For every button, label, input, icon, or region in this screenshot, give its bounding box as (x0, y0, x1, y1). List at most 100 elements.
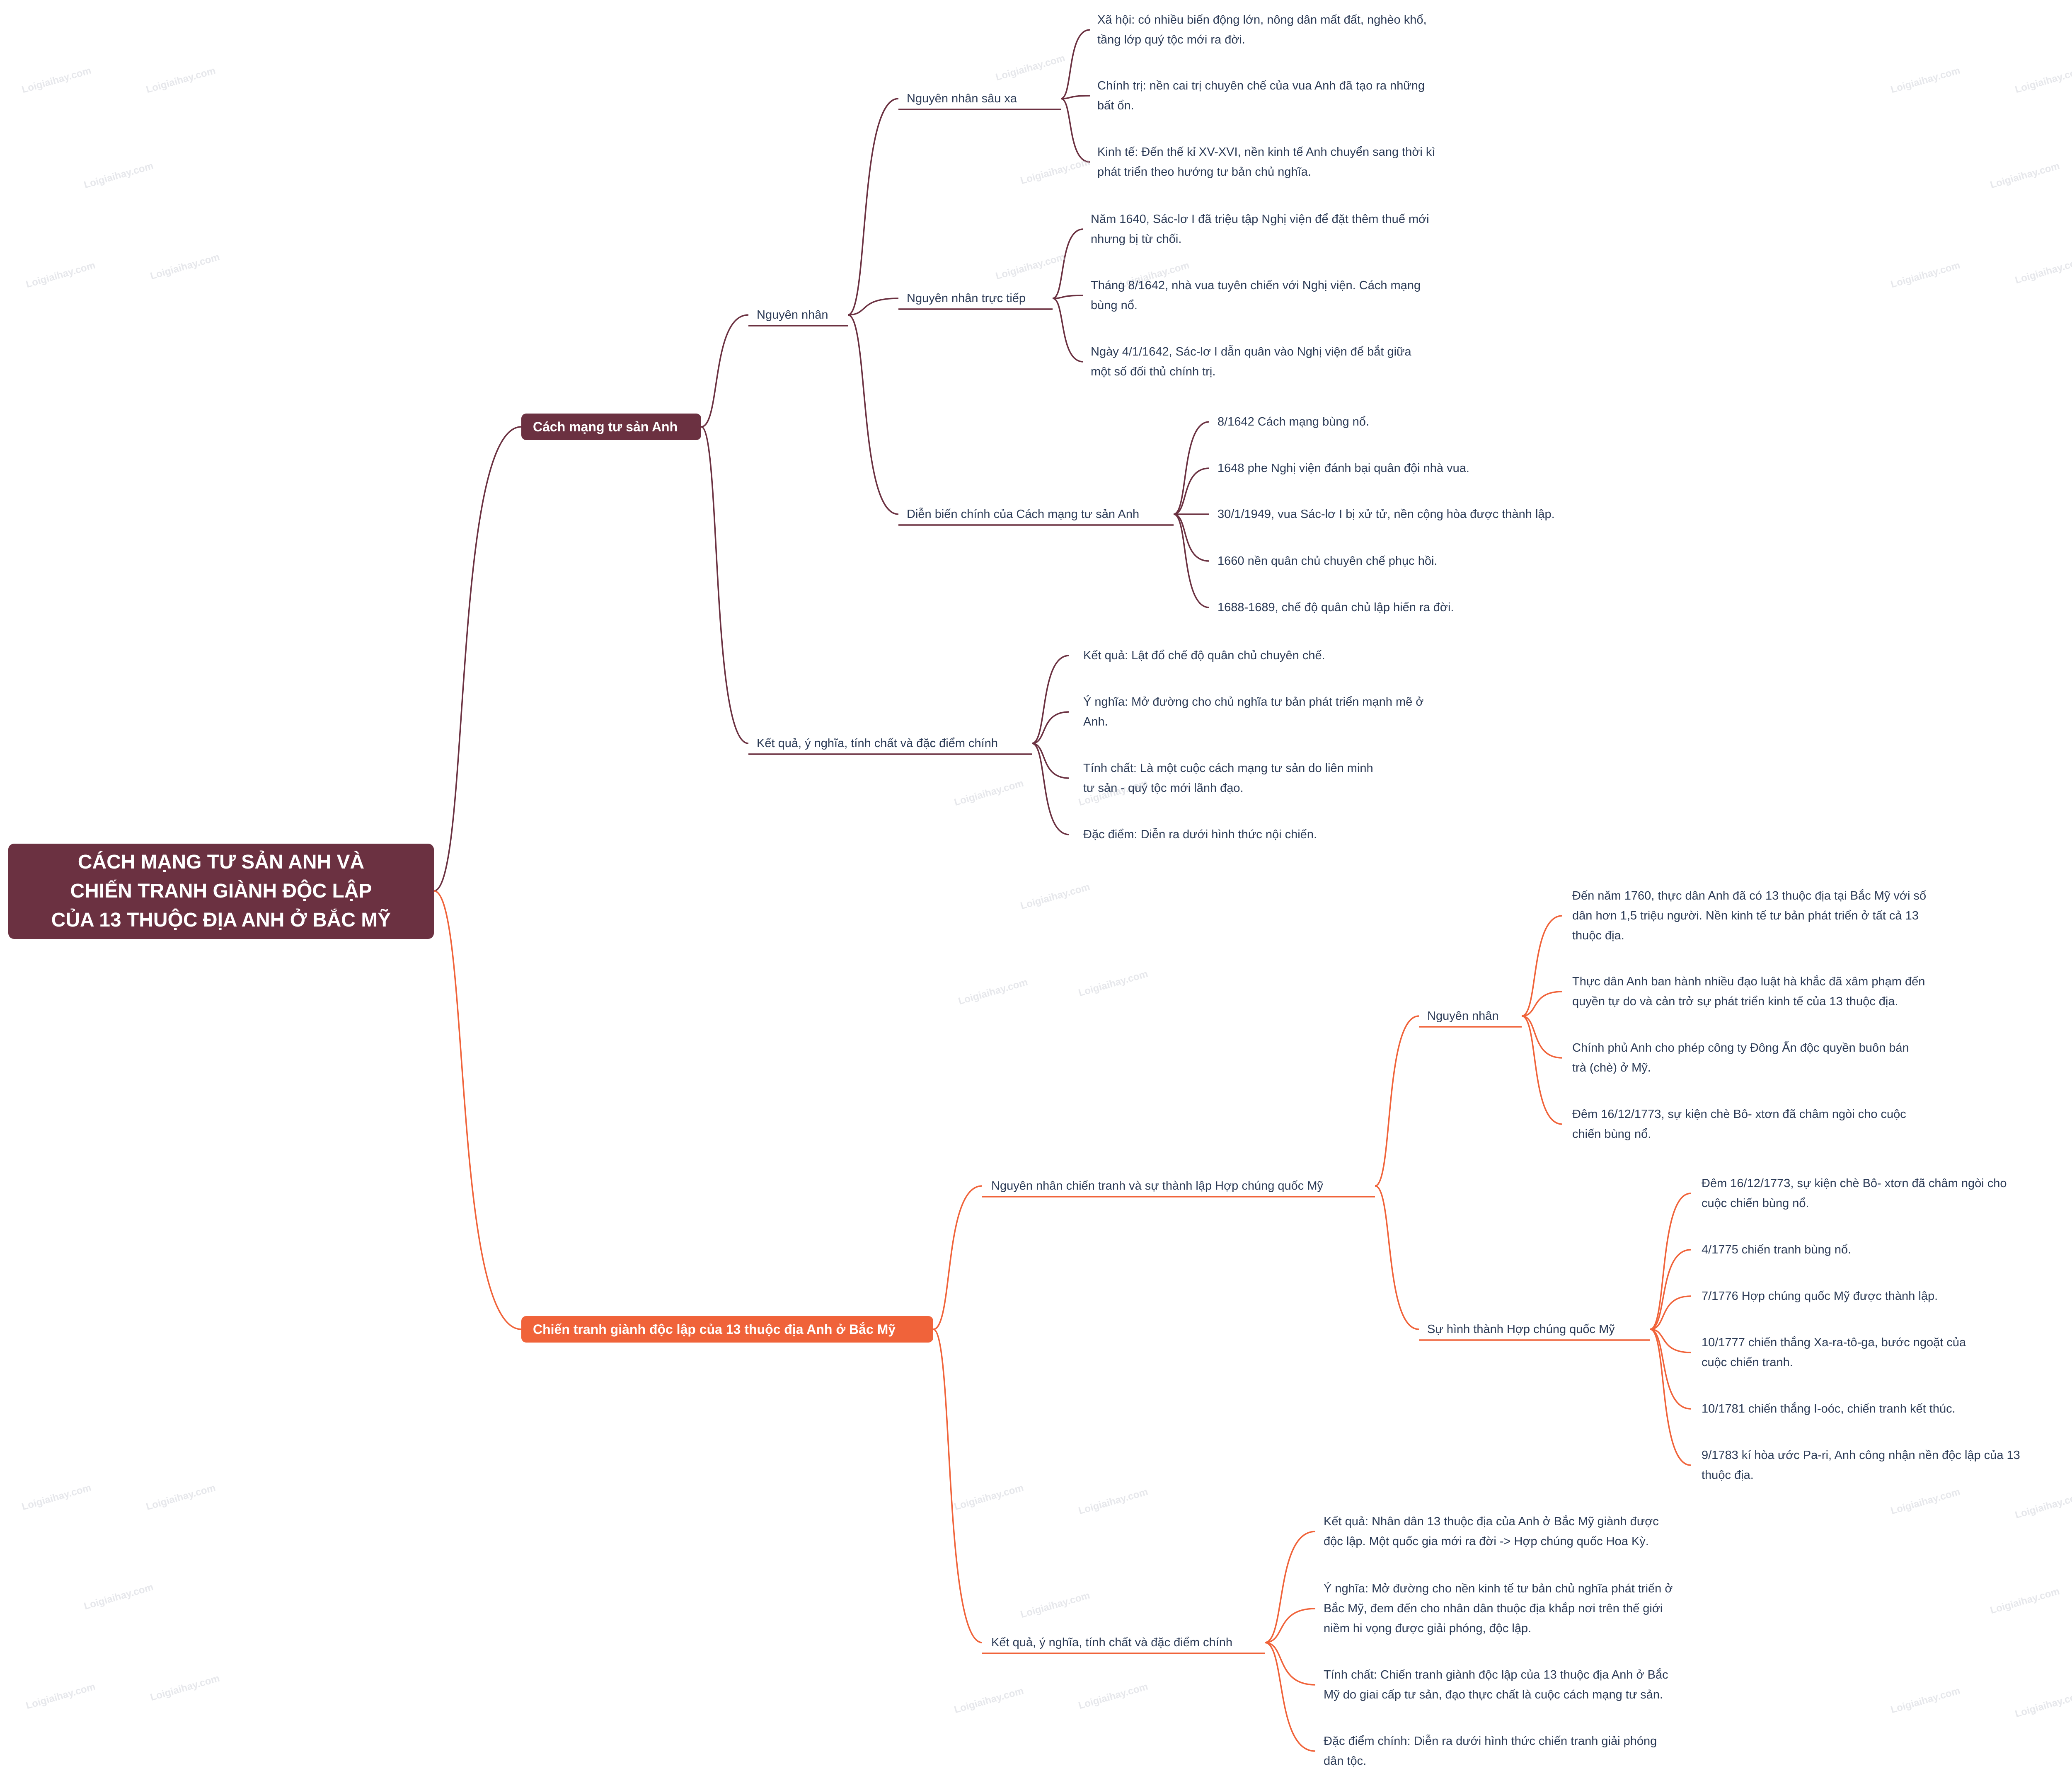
leaf-nguyen-nhan-dl[interactable]: Đêm 16/12/1773, sự kiện chè Bô- xtơn đã … (1572, 1104, 1906, 1144)
connector (1264, 1642, 1316, 1752)
connector (1173, 513, 1210, 562)
leaf-nguyen-nhan-dl[interactable]: Chính phủ Anh cho phép công ty Đông Ấn đ… (1572, 1038, 1909, 1078)
connector (933, 1328, 983, 1643)
topic-nguyen-nhan-sau-xa[interactable]: Nguyên nhân sâu xa (907, 92, 1017, 105)
topic-line: trà (chè) ở Mỹ. (1572, 1061, 1651, 1074)
topic-line: Đêm 16/12/1773, sự kiện chè Bô- xtơn đã … (1572, 1108, 1906, 1121)
topic-nguyen-nhan[interactable]: Nguyên nhân (757, 308, 828, 322)
connector (1060, 29, 1090, 99)
branch-cach-mang-tu-san-anh[interactable]: Cách mạng tư sản Anh (521, 414, 701, 440)
topic-line: 9/1783 kí hòa ước Pa-ri, Anh công nhận n… (1702, 1449, 2020, 1462)
connector (1052, 228, 1084, 299)
leaf-hinh-thanh[interactable]: 7/1776 Hợp chúng quốc Mỹ được thành lập. (1702, 1286, 1938, 1306)
connector (1521, 915, 1563, 1017)
connector (1650, 1328, 1691, 1410)
connector (1650, 1328, 1691, 1353)
connector (1173, 467, 1210, 515)
central-topic-line: CÁCH MẠNG TƯ SẢN ANH VÀ (77, 851, 365, 873)
leaf-truc-tiep[interactable]: Năm 1640, Sác-lơ I đã triệu tập Nghị việ… (1091, 209, 1429, 249)
connector (1031, 655, 1070, 744)
topic-line: Thực dân Anh ban hành nhiều đạo luật hà … (1572, 975, 1925, 988)
leaf-ket-qua-cm-anh[interactable]: Ý nghĩa: Mở đường cho chủ nghĩa tư bản p… (1083, 692, 1423, 732)
central-topic-line: CỦA 13 THUỘC ĐỊA ANH Ở BẮC MỸ (51, 909, 391, 931)
leaf-ket-qua-dl[interactable]: Ý nghĩa: Mở đường cho nền kinh tế tư bản… (1324, 1579, 1673, 1638)
topic-line: 7/1776 Hợp chúng quốc Mỹ được thành lập. (1702, 1290, 1938, 1303)
connector (1650, 1249, 1691, 1330)
leaf-ket-qua-cm-anh[interactable]: Đặc điểm: Diễn ra dưới hình thức nội chi… (1083, 825, 1317, 844)
connector (1521, 991, 1563, 1017)
leaf-hinh-thanh[interactable]: 4/1775 chiến tranh bùng nổ. (1702, 1240, 1851, 1260)
topic-line: Chính trị: nền cai trị chuyên chế của vu… (1097, 79, 1425, 92)
topic-line: phát triển theo hướng tư bản chủ nghĩa. (1097, 165, 1311, 179)
leaf-hinh-thanh[interactable]: 10/1781 chiến thắng I-oóc, chiến tranh k… (1702, 1399, 1956, 1419)
leaf-dien-bien[interactable]: 1648 phe Nghị viện đánh bại quân đội nhà… (1218, 462, 1469, 475)
leaf-dien-bien[interactable]: 8/1642 Cách mạng bùng nổ. (1218, 415, 1369, 428)
connector (847, 298, 899, 316)
leaf-sau-xa[interactable]: Xã hội: có nhiều biến động lớn, nông dân… (1097, 10, 1427, 50)
leaf-ket-qua-dl[interactable]: Tính chất: Chiến tranh giành độc lập của… (1324, 1665, 1668, 1705)
connector (1375, 1015, 1419, 1187)
leaf-ket-qua-dl[interactable]: Kết quả: Nhân dân 13 thuộc địa của Anh ở… (1324, 1512, 1659, 1551)
topic-line: chiến bùng nổ. (1572, 1127, 1651, 1141)
connector (1264, 1531, 1316, 1643)
leaf-dien-bien[interactable]: 30/1/1949, vua Sác-lơ I bị xử tử, nền cộ… (1218, 508, 1555, 521)
leaf-hinh-thanh[interactable]: 10/1777 chiến thắng Xa-ra-tô-ga, bước ng… (1702, 1333, 1966, 1372)
topic-line: 10/1777 chiến thắng Xa-ra-tô-ga, bước ng… (1702, 1336, 1966, 1349)
connector (1650, 1193, 1691, 1330)
topic-line: quyền tự do và cản trở sự phát triển kin… (1572, 995, 1898, 1008)
topic-line: Bắc Mỹ, đem đến cho nhân dân thuộc địa k… (1324, 1602, 1663, 1615)
leaf-ket-qua-dl[interactable]: Đặc điểm chính: Diễn ra dưới hình thức c… (1324, 1731, 1657, 1771)
leaf-dien-bien[interactable]: 1688-1689, chế độ quân chủ lập hiến ra đ… (1218, 601, 1454, 614)
leaf-ket-qua-cm-anh[interactable]: Kết quả: Lật đổ chế độ quân chủ chuyên c… (1083, 646, 1325, 665)
topic-line: bùng nổ. (1091, 299, 1138, 312)
topic-line: 10/1781 chiến thắng I-oóc, chiến tranh k… (1702, 1402, 1956, 1415)
leaf-nguyen-nhan-dl[interactable]: Thực dân Anh ban hành nhiều đạo luật hà … (1572, 972, 1925, 1011)
topic-line: Mỹ do giai cấp tư sản, đạo thực chất là … (1324, 1688, 1663, 1701)
topic-line: cuộc chiến bùng nổ. (1702, 1197, 1809, 1210)
topic-line: Tháng 8/1642, nhà vua tuyên chiến với Ng… (1091, 279, 1421, 292)
topic-line: Ý nghĩa: Mở đường cho nền kinh tế tư bản… (1324, 1582, 1673, 1595)
topic-ket-qua-cm-anh[interactable]: Kết quả, ý nghĩa, tính chất và đặc điểm … (757, 737, 998, 750)
leaf-sau-xa[interactable]: Chính trị: nền cai trị chuyên chế của vu… (1097, 76, 1425, 116)
topic-line: Kết quả: Nhân dân 13 thuộc địa của Anh ở… (1324, 1515, 1659, 1528)
connector (1031, 743, 1070, 779)
topic-line: Chính phủ Anh cho phép công ty Đông Ấn đ… (1572, 1041, 1909, 1055)
connector (433, 890, 522, 1330)
topic-line: Ngày 4/1/1642, Sác-lơ I dẫn quân vào Ngh… (1091, 345, 1411, 358)
topic-line: dân tộc. (1324, 1754, 1367, 1768)
leaf-nguyen-nhan-dl[interactable]: Đến năm 1760, thực dân Anh đã có 13 thuộ… (1572, 886, 1926, 946)
topic-dien-bien-chinh[interactable]: Diễn biến chính của Cách mạng tư sản Anh (907, 508, 1140, 521)
topic-line: niềm hi vọng được giải phóng, độc lập. (1324, 1622, 1532, 1635)
topic-line: Đến năm 1760, thực dân Anh đã có 13 thuộ… (1572, 889, 1927, 902)
leaf-truc-tiep[interactable]: Tháng 8/1642, nhà vua tuyên chiến với Ng… (1091, 276, 1421, 315)
topic-line: thuộc địa. (1572, 929, 1624, 942)
connector (847, 98, 899, 316)
central-topic[interactable]: CÁCH MẠNG TƯ SẢN ANH VÀ CHIẾN TRANH GIÀN… (8, 844, 434, 939)
leaf-sau-xa[interactable]: Kinh tế: Đến thế kỉ XV-XVI, nền kinh tế … (1097, 142, 1435, 182)
topic-line: Ý nghĩa: Mở đường cho chủ nghĩa tư bản p… (1083, 695, 1424, 709)
leaf-truc-tiep[interactable]: Ngày 4/1/1642, Sác-lơ I dẫn quân vào Ngh… (1091, 342, 1411, 382)
topic-nguyen-nhan-truc-tiep[interactable]: Nguyên nhân trực tiếp (907, 292, 1026, 305)
topic-line: Xã hội: có nhiều biến động lớn, nông dân… (1097, 13, 1427, 27)
topic-line: Năm 1640, Sác-lơ I đã triệu tập Nghị việ… (1091, 213, 1429, 226)
topic-line: Tính chất: Chiến tranh giành độc lập của… (1324, 1668, 1668, 1681)
connector (1650, 1328, 1691, 1466)
leaf-ket-qua-cm-anh[interactable]: Tính chất: Là một cuộc cách mạng tư sản … (1083, 758, 1373, 798)
branch-chien-tranh-doc-lap[interactable]: Chiến tranh giành độc lập của 13 thuộc đ… (521, 1316, 933, 1343)
topic-ket-qua-dl[interactable]: Kết quả, ý nghĩa, tính chất và đặc điểm … (991, 1636, 1232, 1649)
topic-hinh-thanh[interactable]: Sự hình thành Hợp chúng quốc Mỹ (1427, 1323, 1615, 1336)
connector (701, 426, 749, 744)
connector (933, 1185, 983, 1330)
leaf-hinh-thanh[interactable]: Đêm 16/12/1773, sự kiện chè Bô- xtơn đã … (1702, 1173, 2007, 1213)
leaf-dien-bien[interactable]: 1660 nền quân chủ chuyên chế phục hồi. (1218, 554, 1438, 568)
connector (701, 314, 749, 428)
topic-line: bất ổn. (1097, 99, 1134, 112)
central-topic-line: CHIẾN TRANH GIÀNH ĐỘC LẬP (70, 880, 372, 902)
topic-line: tầng lớp quý tộc mới ra đời. (1097, 33, 1245, 46)
topic-nguyen-nhan-2[interactable]: Nguyên nhân (1427, 1009, 1499, 1023)
topic-nguyen-nhan-ht[interactable]: Nguyên nhân chiến tranh và sự thành lập … (991, 1179, 1323, 1193)
leaf-hinh-thanh[interactable]: 9/1783 kí hòa ước Pa-ri, Anh công nhận n… (1702, 1445, 2020, 1485)
connector (1650, 1295, 1691, 1330)
topic-line: nhưng bị từ chối. (1091, 232, 1182, 246)
